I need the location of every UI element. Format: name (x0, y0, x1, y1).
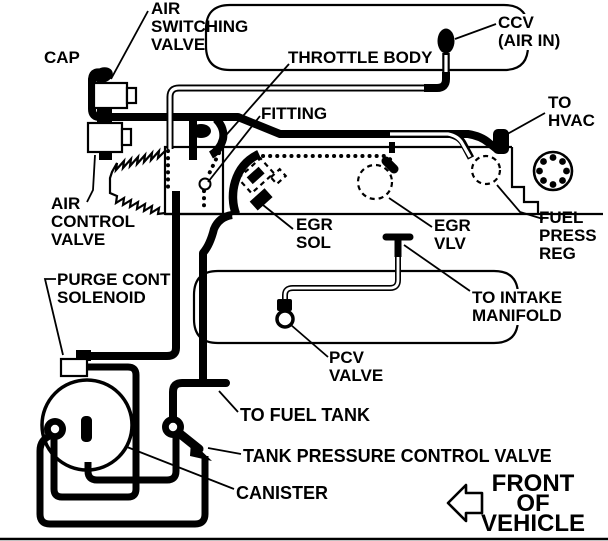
label-tank-pressure-control-valve: TANK PRESSURE CONTROL VALVE (243, 446, 552, 466)
label-egr-vlv: EGR VLV (434, 216, 471, 253)
hvac-fitting (493, 129, 509, 154)
air-switching-valve-body (92, 81, 129, 110)
leader-lines (43, 10, 546, 490)
fuel-press-reg-circle (470, 154, 502, 186)
hidden-components (236, 154, 502, 211)
air-control-valve-body (86, 121, 124, 154)
label-purge-cont-solenoid: PURGE CONT SOLENOID (57, 270, 171, 307)
egr-valve-circle (356, 163, 394, 201)
components (44, 28, 509, 442)
label-air-switching-valve: AIR SWITCHING VALVE (151, 0, 249, 54)
label-fuel-press-reg: FUEL PRESS REG (539, 208, 597, 263)
front-of-vehicle-arrow-icon (446, 483, 484, 523)
ccv-fitting (437, 28, 455, 54)
cap-fitting (93, 67, 113, 83)
label-cap: CAP (44, 48, 80, 67)
label-egr-sol: EGR SOL (296, 215, 333, 252)
label-fitting: FITTING (261, 104, 328, 123)
label-to-hvac: TO HVAC (548, 93, 595, 130)
label-to-fuel-tank: TO FUEL TANK (240, 405, 370, 425)
lower-hose-loop (192, 269, 520, 345)
canister-center-port (81, 416, 92, 442)
engine-top-fitting (389, 142, 395, 153)
purge-solenoid-body (59, 357, 89, 378)
label-air-control-valve: AIR CONTROL VALVE (51, 194, 136, 249)
label-to-intake-manifold: TO INTAKE MANIFOLD (471, 288, 564, 325)
label-canister: CANISTER (236, 483, 329, 503)
label-ccv-air-in: CCV (AIR IN) (497, 13, 562, 50)
egr-solenoid-cluster (236, 156, 288, 211)
pcv-collar (277, 299, 292, 311)
hose-network (36, 53, 501, 528)
pcv-ring (275, 309, 295, 329)
gear-port (532, 150, 574, 192)
air-control-valve-bellows (108, 147, 166, 216)
label-front-of-vehicle: FRONT OF VEHICLE (480, 470, 585, 537)
label-pcv-valve: PCV VALVE (329, 348, 384, 385)
label-throttle-body: THROTTLE BODY (288, 48, 433, 67)
